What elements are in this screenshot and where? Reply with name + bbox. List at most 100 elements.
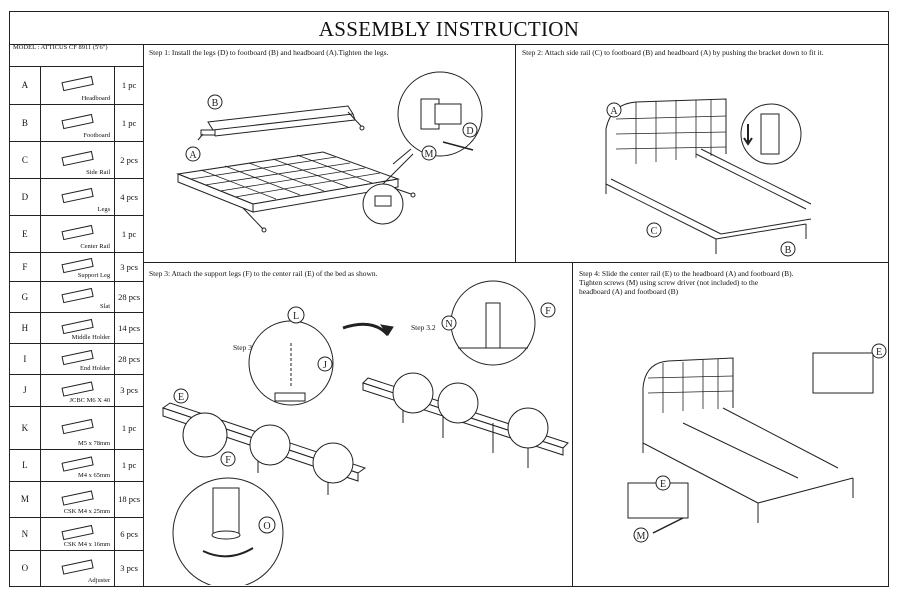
part-name: Middle Holder: [71, 333, 111, 341]
step-3-panel: Step 3: Attach the support legs (F) to t…: [143, 263, 573, 586]
part-quantity: 14 pcs: [114, 312, 143, 344]
part-letter: B: [10, 104, 41, 142]
part-name: End Holder: [79, 364, 111, 372]
part-letter: G: [10, 281, 41, 313]
callout-m-step4: M: [637, 531, 646, 542]
part-quantity: 3 pcs: [114, 252, 143, 282]
part-letter: I: [10, 343, 41, 375]
part-letter: D: [10, 178, 41, 216]
part-name: Support Leg: [77, 271, 111, 279]
part-name: CSK M4 x 25mm: [63, 507, 111, 515]
part-illustration: Legs: [40, 178, 116, 216]
part-quantity: 4 pcs: [114, 178, 143, 216]
part-quantity: 1 pc: [114, 104, 143, 142]
part-quantity: 3 pcs: [114, 550, 143, 587]
step-3-2-label: Step 3.2: [411, 323, 436, 332]
part-name: M5 x 78mm: [77, 439, 111, 447]
part-quantity: 6 pcs: [114, 517, 143, 551]
part-illustration: Middle Holder: [40, 312, 116, 344]
part-quantity: 2 pcs: [114, 141, 143, 179]
part-quantity: 1 pc: [114, 215, 143, 253]
step-4-caption: Step 4: Slide the center rail (E) to the…: [579, 269, 794, 296]
part-quantity: 1 pc: [114, 406, 143, 450]
callout-b-step2: B: [785, 245, 792, 256]
callout-e-step3: E: [178, 392, 184, 403]
part-letter: A: [10, 67, 41, 105]
part-letter: H: [10, 312, 41, 344]
callout-b-step1: B: [212, 98, 219, 109]
part-illustration: Adjuster: [40, 550, 116, 587]
part-name: Side Rail: [86, 168, 111, 176]
part-illustration: M4 x 65mm: [40, 449, 116, 482]
callout-a-step1: A: [189, 150, 197, 161]
part-illustration: Support Leg: [40, 252, 116, 282]
part-illustration: Headboard: [40, 67, 116, 105]
callout-m-step1: M: [425, 149, 434, 160]
part-letter: E: [10, 215, 41, 253]
callout-f2-step3: F: [545, 306, 551, 317]
part-letter: O: [10, 550, 41, 587]
part-letter: K: [10, 406, 41, 450]
callout-l-step3: L: [293, 311, 299, 322]
parts-list: MODEL : ATTICUS CF 8911 (5'6") A Headboar…: [10, 44, 144, 587]
part-letter: C: [10, 141, 41, 179]
part-illustration: JCBC M6 X 40: [40, 374, 116, 407]
part-name: Adjuster: [87, 576, 111, 584]
part-letter: N: [10, 517, 41, 551]
step-1-panel: Step 1: Install the legs (D) to footboar…: [143, 44, 516, 263]
step-2-illustration: A C B: [605, 98, 812, 257]
part-quantity: 28 pcs: [114, 343, 143, 375]
part-illustration: Side Rail: [40, 141, 116, 179]
part-quantity: 1 pc: [114, 67, 143, 105]
part-name: Center Rail: [80, 242, 111, 250]
part-name: Headboard: [81, 94, 111, 102]
part-illustration: End Holder: [40, 343, 116, 375]
assembly-sheet: ASSEMBLY INSTRUCTION MODEL : ATTICUS CF …: [9, 11, 889, 587]
part-illustration: Slat: [40, 281, 116, 313]
part-quantity: 3 pcs: [114, 374, 143, 407]
part-illustration: M5 x 78mm: [40, 406, 116, 450]
callout-a-step2: A: [610, 106, 618, 117]
callout-e-step4-top: E: [876, 347, 882, 358]
step-1-illustration: B A D M: [176, 71, 483, 233]
step-3-caption: Step 3: Attach the support legs (F) to t…: [149, 269, 378, 278]
part-name: M4 x 65mm: [77, 471, 111, 479]
part-illustration: CSK M4 x 16mm: [40, 517, 116, 551]
callout-o-step3: O: [263, 521, 270, 532]
part-letter: J: [10, 374, 41, 407]
callout-e-step4-bottom: E: [660, 479, 666, 490]
step-3-illustration: E F L J O N F: [161, 280, 569, 585]
part-quantity: 28 pcs: [114, 281, 143, 313]
callout-n-step3: N: [445, 319, 452, 330]
part-illustration: Footboard: [40, 104, 116, 142]
part-name: Slat: [100, 302, 111, 310]
part-illustration: Center Rail: [40, 215, 116, 253]
model-label: MODEL : ATTICUS CF 8911 (5'6"): [10, 44, 143, 67]
part-illustration: CSK M4 x 25mm: [40, 481, 116, 518]
step-2-panel: Step 2: Attach side rail (C) to footboar…: [516, 44, 889, 263]
step-1-caption: Step 1: Install the legs (D) to footboar…: [149, 48, 389, 57]
part-name: CSK M4 x 16mm: [63, 540, 111, 548]
callout-j-step3: J: [323, 360, 327, 371]
callout-c-step2: C: [651, 226, 658, 237]
callout-d-step1: D: [466, 126, 473, 137]
part-letter: F: [10, 252, 41, 282]
part-quantity: 18 pcs: [114, 481, 143, 518]
part-letter: L: [10, 449, 41, 482]
step-4-panel: Step 4: Slide the center rail (E) to the…: [573, 263, 888, 586]
page-title: ASSEMBLY INSTRUCTION: [10, 12, 888, 45]
